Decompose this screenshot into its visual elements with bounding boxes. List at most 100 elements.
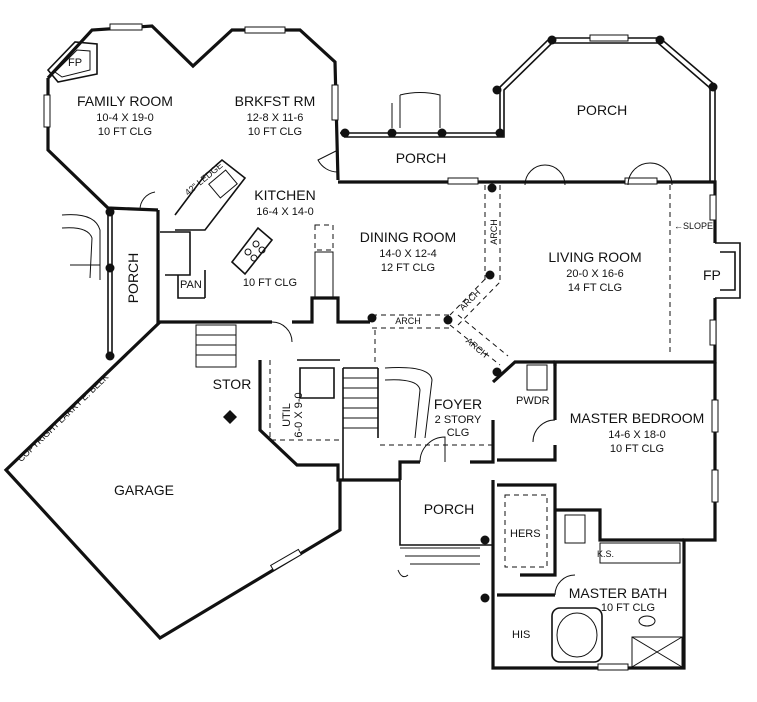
kitchen-name: KITCHEN — [254, 187, 315, 203]
dining-room-clg: 12 FT CLG — [381, 262, 435, 274]
window — [624, 177, 658, 185]
porch-posts — [105, 35, 718, 603]
garage-label: GARAGE — [114, 482, 174, 498]
arch-label-diag-2: ARCH — [464, 336, 490, 360]
util-room-walls — [297, 359, 340, 399]
breakfast-room-dim: 12-8 X 11-6 — [247, 112, 304, 124]
bathtub — [551, 607, 603, 663]
dining-room-dim: 14-0 X 12-4 — [379, 248, 436, 260]
foyer-line3: CLG — [447, 427, 470, 439]
garage-steps — [195, 324, 237, 368]
door-swing — [627, 162, 673, 186]
master-closet-wall — [497, 483, 557, 597]
center-porch-label: PORCH — [424, 501, 475, 517]
hers-closet-rail — [504, 494, 548, 568]
window — [711, 399, 719, 433]
garage-wall — [3, 320, 342, 641]
hers-closet-label: HERS — [510, 528, 541, 540]
door-swing — [271, 321, 293, 343]
family-fireplace-label: FP — [68, 57, 82, 69]
dining-room-name: DINING ROOM — [360, 229, 456, 245]
pantry-label: PAN — [180, 279, 202, 291]
breakfast-room-name: BRKFST RM — [235, 93, 316, 109]
door-swing — [524, 164, 566, 186]
cooktop-burner-3 — [250, 254, 258, 262]
breakfast-porch-label: PORCH — [396, 150, 447, 166]
kitchen-island — [230, 226, 274, 276]
vanity-sink — [638, 615, 656, 627]
window — [447, 177, 479, 185]
master-bedroom-clg: 10 FT CLG — [610, 443, 664, 455]
master-bath-clg: 10 FT CLG — [601, 602, 655, 614]
family-room-dim: 10-4 X 19-0 — [96, 112, 153, 124]
living-fireplace-bump — [715, 242, 741, 299]
window — [331, 84, 339, 121]
toilet-pwdr — [526, 364, 548, 391]
slope-label: ←SLOPE — [674, 221, 713, 231]
util-dim: 6-0 X 9-0 — [293, 392, 305, 437]
upper-porch-steps — [391, 92, 441, 128]
toilet-master — [564, 514, 586, 544]
garage-floor-drain — [223, 410, 237, 424]
garage-inner-wall — [258, 360, 400, 482]
window — [709, 194, 717, 221]
window — [244, 26, 286, 34]
foyer-line2: 2 STORY — [435, 414, 482, 426]
util-label: UTIL — [281, 403, 293, 427]
kitchen-clg: 10 FT CLG — [243, 277, 297, 289]
arch-label-horizontal: ARCH — [395, 316, 421, 326]
window — [711, 469, 719, 503]
foyer-walls — [398, 360, 555, 480]
kitchen-interior-walls — [160, 231, 206, 299]
dining-arch — [372, 314, 450, 329]
window — [589, 34, 629, 42]
window — [109, 23, 143, 31]
powder-label: PWDR — [516, 395, 550, 407]
window — [597, 663, 629, 671]
master-interior-wall — [497, 362, 684, 542]
sink-outline — [208, 169, 238, 199]
garage-step-lines — [196, 334, 236, 356]
door-swing — [532, 419, 556, 443]
ks-label: K.S. — [597, 549, 614, 559]
diagonal-arch-1 — [449, 271, 501, 326]
family-room-clg: 10 FT CLG — [98, 126, 152, 138]
curved-stair — [384, 367, 433, 439]
foyer-dashed-line — [374, 330, 495, 446]
left-porch-steps — [61, 214, 101, 280]
cooktop-burner-2 — [252, 240, 260, 248]
copyright-text: COPYRIGHT LARRY E. BELK — [16, 372, 111, 464]
stor-label: STOR — [213, 376, 252, 392]
master-bedroom-dim: 14-6 X 18-0 — [608, 429, 665, 441]
cooktop-burner — [244, 248, 252, 256]
stair-walls — [342, 367, 379, 480]
north-wall — [338, 180, 717, 366]
kitchen-south-wall — [156, 210, 370, 324]
master-bedroom-name: MASTER BEDROOM — [570, 410, 705, 426]
window — [43, 94, 51, 128]
left-porch — [107, 210, 113, 358]
door-swing — [139, 191, 156, 211]
family-fireplace-inner — [54, 49, 91, 78]
kitchen-counter — [174, 158, 247, 231]
dining-living-arch — [484, 185, 501, 280]
living-room-dim: 20-0 X 16-6 — [566, 268, 623, 280]
shower-x — [631, 636, 683, 668]
shower — [631, 636, 683, 668]
arch-label-vertical: ARCH — [489, 219, 499, 245]
master-east-wall — [491, 362, 717, 670]
diagonal-arch-2 — [449, 314, 509, 366]
living-fireplace-label: FP — [703, 267, 721, 283]
his-closet-label: HIS — [512, 629, 530, 641]
stair-treads — [343, 377, 378, 429]
ks-vanity — [599, 542, 681, 564]
center-porch-steps — [397, 547, 480, 578]
upper-porch-label: PORCH — [577, 102, 628, 118]
family-fireplace — [46, 41, 98, 83]
ledge-label: 42" LEDGE — [183, 160, 225, 197]
bathtub-basin — [556, 612, 598, 658]
kitchen-counter-right-2 — [314, 251, 334, 298]
living-room-clg: 14 FT CLG — [568, 282, 622, 294]
door-swing — [554, 574, 576, 596]
